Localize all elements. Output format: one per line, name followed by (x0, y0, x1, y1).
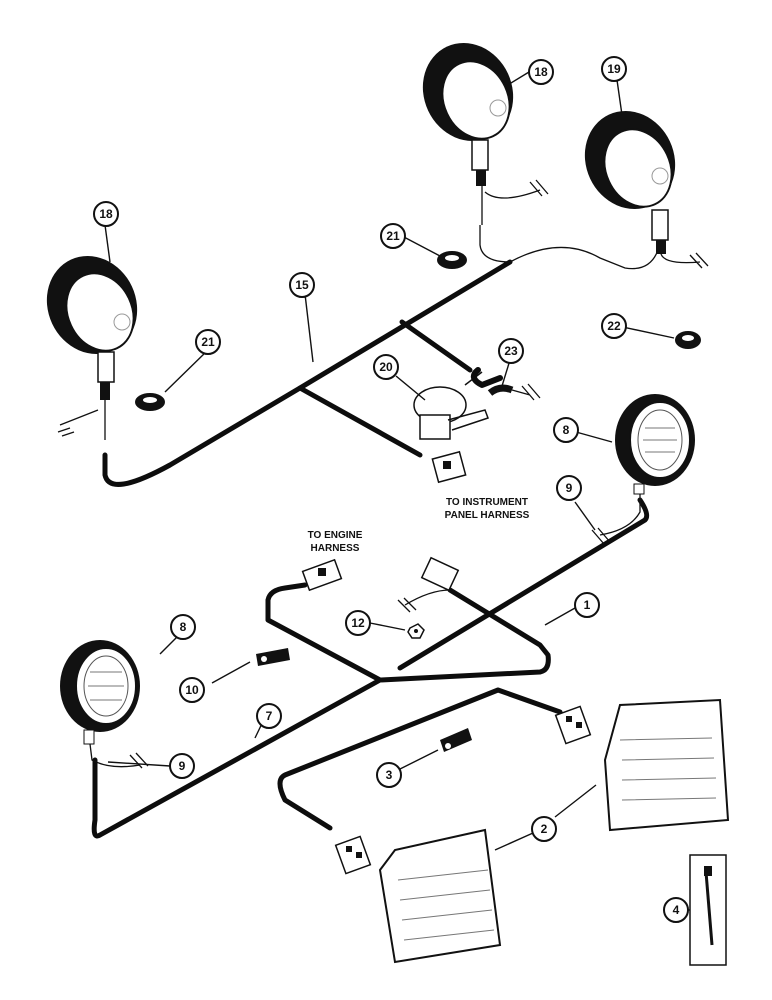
callout-4: 4 (663, 897, 689, 923)
svg-text:18: 18 (534, 65, 548, 79)
svg-text:12: 12 (351, 616, 365, 630)
connector-headlight-left (334, 835, 372, 875)
svg-text:21: 21 (201, 335, 215, 349)
headlight-right (603, 698, 730, 832)
callout-21-top: 21 (380, 223, 406, 249)
callout-15: 15 (289, 272, 315, 298)
callout-18-left: 18 (93, 201, 119, 227)
nut-12 (407, 623, 425, 639)
callout-7: 7 (256, 703, 282, 729)
cable-tie-box (689, 854, 727, 966)
callout-3: 3 (376, 762, 402, 788)
relay-23 (470, 367, 541, 401)
work-lamp-18-top (422, 43, 549, 225)
grommet-21-left (135, 393, 165, 411)
callout-10: 10 (179, 677, 205, 703)
lower-harness (277, 687, 563, 831)
callout-8-left: 8 (170, 614, 196, 640)
svg-text:8: 8 (180, 620, 187, 634)
work-lamp-18-left (46, 256, 138, 440)
svg-text:18: 18 (99, 207, 113, 221)
work-lamp-8-left (60, 640, 149, 769)
work-lamp-8-right (591, 394, 695, 545)
svg-text:TO INSTRUMENT: TO INSTRUMENT (446, 497, 528, 508)
svg-text:10: 10 (185, 683, 199, 697)
callout-1: 1 (574, 592, 600, 618)
svg-text:20: 20 (379, 360, 393, 374)
svg-text:9: 9 (179, 759, 186, 773)
svg-text:TO ENGINE: TO ENGINE (308, 530, 363, 541)
callout-23: 23 (498, 338, 524, 364)
svg-text:15: 15 (295, 278, 309, 292)
rear-lamp-wire (479, 225, 659, 270)
label-engine-harness: TO ENGINE HARNESS (308, 530, 363, 554)
callout-8-right: 8 (553, 417, 579, 443)
clip-10 (256, 648, 290, 666)
svg-text:3: 3 (386, 768, 393, 782)
svg-text:HARNESS: HARNESS (311, 543, 360, 554)
callout-22: 22 (601, 313, 627, 339)
callout-20: 20 (373, 354, 399, 380)
callout-21-left: 21 (195, 329, 221, 355)
svg-text:8: 8 (563, 423, 570, 437)
svg-text:21: 21 (386, 229, 400, 243)
upper-harness-branch-switch (399, 319, 473, 373)
main-harness (91, 497, 650, 839)
work-lamp-19 (584, 111, 709, 269)
svg-text:7: 7 (266, 709, 273, 723)
svg-text:9: 9 (566, 481, 573, 495)
svg-text:2: 2 (541, 822, 548, 836)
svg-text:4: 4 (673, 903, 680, 917)
connector-instrument-panel (431, 450, 467, 484)
callout-12: 12 (345, 610, 371, 636)
headlight-left (378, 828, 502, 964)
callout-18-top: 18 (528, 59, 554, 85)
callout-2: 2 (531, 816, 557, 842)
callout-19: 19 (601, 56, 627, 82)
svg-text:1: 1 (584, 598, 591, 612)
grommet-21-top (437, 251, 467, 269)
switch-20 (413, 371, 489, 440)
upper-harness-branch-panel (297, 385, 423, 458)
svg-text:19: 19 (607, 62, 621, 76)
connector-engine (301, 558, 343, 592)
svg-text:23: 23 (504, 344, 518, 358)
callout-9-right: 9 (556, 475, 582, 501)
label-instrument-panel-harness: TO INSTRUMENT PANEL HARNESS (445, 497, 530, 521)
connector-headlight-right (554, 705, 592, 745)
svg-text:PANEL HARNESS: PANEL HARNESS (445, 510, 530, 521)
clip-3 (440, 728, 472, 752)
grommet-22 (675, 331, 701, 349)
svg-text:22: 22 (607, 319, 621, 333)
callout-9-left: 9 (169, 753, 195, 779)
connector-ground (397, 556, 460, 613)
